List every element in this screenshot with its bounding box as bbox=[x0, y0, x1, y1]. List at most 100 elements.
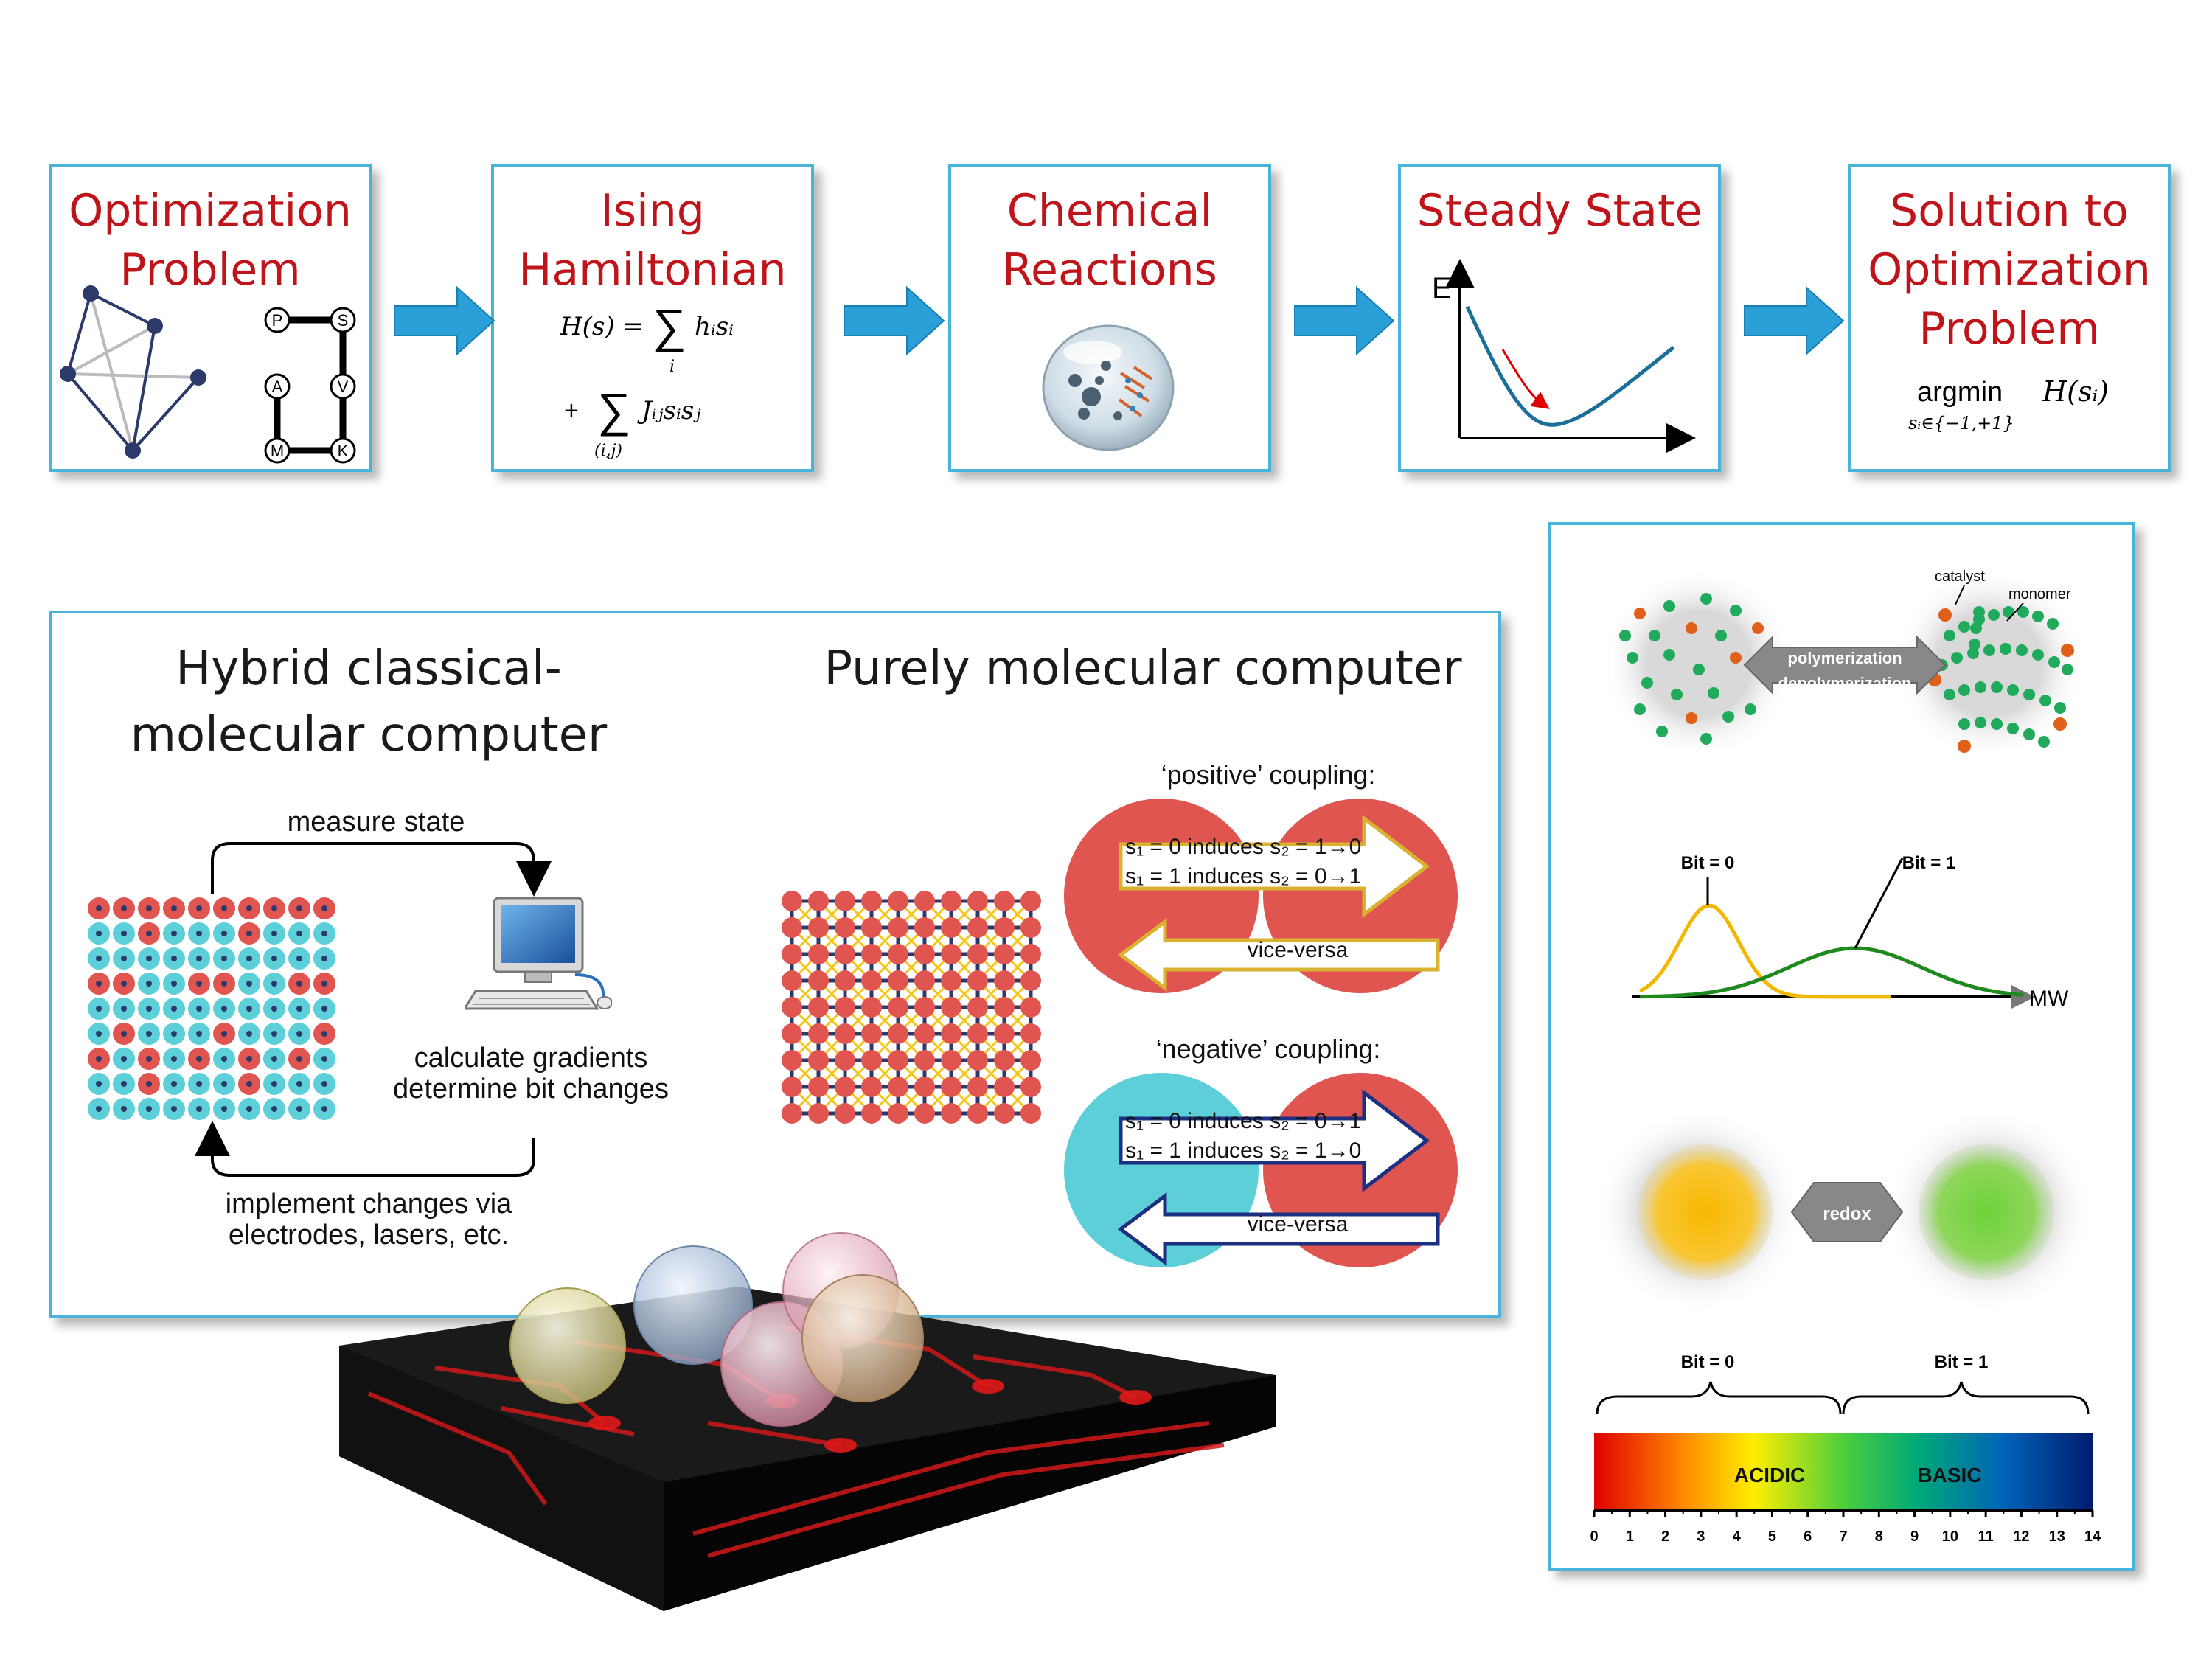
step5-title: Solution to Optimization Problem bbox=[1851, 181, 2168, 358]
lattice-spin bbox=[941, 944, 961, 964]
monomer-dot bbox=[1627, 652, 1638, 664]
polymerization-label: polymerization bbox=[1787, 649, 1902, 667]
lattice-spin bbox=[994, 1050, 1015, 1071]
step1-title: Optimization Problem bbox=[52, 181, 369, 299]
flow-arrow-1-icon bbox=[394, 285, 495, 356]
lattice-spin bbox=[888, 1023, 908, 1044]
positive-coupling-title: ‘positive’ coupling: bbox=[1161, 759, 1376, 790]
lattice-spin bbox=[888, 970, 908, 991]
lattice-spin bbox=[967, 1050, 988, 1071]
positive-line2: s₁ = 1 induces s₂ = 0→1 bbox=[1125, 864, 1362, 888]
ph-tick-label: 3 bbox=[1697, 1528, 1705, 1545]
graph-letter-m: M bbox=[271, 442, 284, 460]
mw-bit0-label: Bit = 0 bbox=[1681, 853, 1735, 873]
lattice-spin bbox=[994, 917, 1015, 938]
catalyst-dot bbox=[1686, 622, 1697, 634]
lattice-spin bbox=[941, 1103, 961, 1124]
step2-title-line1: Ising bbox=[600, 185, 705, 237]
ph-tick-label: 5 bbox=[1768, 1528, 1776, 1545]
catalyst-dot bbox=[1938, 608, 1952, 622]
monomer-dot bbox=[1663, 600, 1675, 612]
hybrid-title-line1: Hybrid classical- bbox=[175, 641, 562, 696]
step2-title: Ising Hamiltonian bbox=[494, 181, 811, 299]
lattice-spin bbox=[808, 1077, 829, 1097]
calc-line1: calculate gradients bbox=[414, 1043, 648, 1074]
lattice-spin bbox=[861, 970, 882, 991]
monomer-cloud-left bbox=[1619, 593, 1764, 745]
monomer-dot bbox=[2007, 723, 2019, 734]
implement-changes-label: implement changes via electrodes, lasers… bbox=[192, 1189, 546, 1251]
lattice-spin bbox=[808, 944, 829, 964]
monomer-dot bbox=[2048, 656, 2060, 668]
monomer-dot bbox=[2023, 689, 2035, 700]
monomer-dot bbox=[2007, 684, 2019, 696]
lattice-spin bbox=[808, 1103, 829, 1124]
catalyst-dot bbox=[1752, 622, 1764, 634]
impl-line1: implement changes via bbox=[225, 1189, 512, 1220]
ph-tick-label: 8 bbox=[1875, 1528, 1883, 1545]
catalyst-dot bbox=[2061, 644, 2074, 657]
feedback-loop-arrows bbox=[195, 842, 552, 1177]
hybrid-computer-title: Hybrid classical- molecular computer bbox=[111, 636, 627, 768]
redox-arrow-icon bbox=[1790, 1182, 1904, 1242]
graph-letter-v: V bbox=[338, 378, 349, 396]
monomer-dot bbox=[1700, 593, 1712, 605]
monomer-dot bbox=[1983, 644, 1995, 656]
chemical-bit-encoding-panel: polymerization depolymerization catalyst… bbox=[1548, 522, 2135, 1571]
impl-line2: electrodes, lasers, etc. bbox=[228, 1220, 509, 1251]
computer-types-panel: Hybrid classical- molecular computer Pur… bbox=[49, 611, 1501, 1318]
depolymerization-label: depolymerization bbox=[1778, 674, 1912, 692]
molecular-computer-title: Purely molecular computer bbox=[818, 636, 1467, 702]
step3-title-line1: Chemical bbox=[1006, 185, 1213, 237]
lattice-spin bbox=[967, 997, 988, 1018]
lattice-spin bbox=[994, 1023, 1015, 1044]
lattice-spin bbox=[941, 970, 961, 991]
monomer-label: monomer bbox=[2008, 586, 2071, 602]
monomer-dot bbox=[2039, 695, 2051, 706]
negative-vice-versa: vice-versa bbox=[1247, 1212, 1349, 1237]
lattice-spin bbox=[808, 917, 829, 938]
monomer-dot bbox=[1715, 630, 1727, 641]
negative-line1: s₁ = 0 induces s₂ = 0→1 bbox=[1125, 1109, 1362, 1133]
lattice-spin bbox=[1020, 970, 1041, 991]
lattice-spin bbox=[941, 1023, 961, 1044]
lattice-spin bbox=[1020, 997, 1041, 1018]
ph-tick-label: 14 bbox=[2084, 1528, 2101, 1545]
eq-lhs: H(s) = bbox=[560, 312, 644, 341]
ph-tick-label: 6 bbox=[1804, 1528, 1812, 1545]
microfluidic-chip-illustration bbox=[339, 1232, 1276, 1611]
negative-line2: s₁ = 1 induces s₂ = 1→0 bbox=[1125, 1138, 1362, 1163]
lattice-spin bbox=[888, 1077, 908, 1097]
argmin-equation: argmin H(sᵢ) sᵢ∈{−1,+1} bbox=[1908, 375, 2109, 434]
ph-tick-label: 10 bbox=[1942, 1528, 1958, 1545]
hybrid-spin-grid bbox=[88, 897, 335, 1120]
green-state-blob bbox=[1919, 1144, 2054, 1280]
monomer-dot bbox=[1745, 703, 1756, 715]
ph-tick-label: 13 bbox=[2049, 1528, 2065, 1545]
lattice-spin bbox=[835, 1077, 855, 1097]
lattice-spin bbox=[914, 1023, 935, 1044]
ph-tick-label: 9 bbox=[1910, 1528, 1919, 1545]
lattice-spin bbox=[941, 891, 961, 911]
lattice-spin bbox=[1020, 1077, 1041, 1097]
sum-symbol-2-icon: ∑ bbox=[597, 383, 631, 437]
polymerization-arrow-icon bbox=[1743, 635, 1947, 695]
ph-tick-label: 11 bbox=[1978, 1528, 1994, 1545]
lattice-spin bbox=[914, 1077, 935, 1097]
hamiltonian-equation: H(s) = ∑ hᵢsᵢ i + ∑ Jᵢⱼsᵢsⱼ (i,j) bbox=[560, 299, 734, 460]
energy-curve-plot: E bbox=[1432, 259, 1696, 453]
molecular-coupled-lattice bbox=[782, 891, 1041, 1124]
monomer-dot bbox=[1967, 647, 1979, 659]
monomer-dot bbox=[1656, 726, 1668, 737]
descent-arrow bbox=[1501, 349, 1550, 409]
lattice-spin bbox=[967, 1023, 988, 1044]
mw-bit1-label: Bit = 1 bbox=[1902, 853, 1956, 873]
monomer-dot bbox=[2054, 702, 2066, 714]
lattice-spin bbox=[994, 1103, 1015, 1124]
step-chemical-reactions-box: Chemical Reactions bbox=[948, 164, 1271, 472]
lattice-spin bbox=[941, 997, 961, 1018]
monomer-dot bbox=[2016, 644, 2028, 656]
lattice-spin bbox=[941, 917, 961, 938]
graph-letter-k: K bbox=[338, 442, 349, 460]
